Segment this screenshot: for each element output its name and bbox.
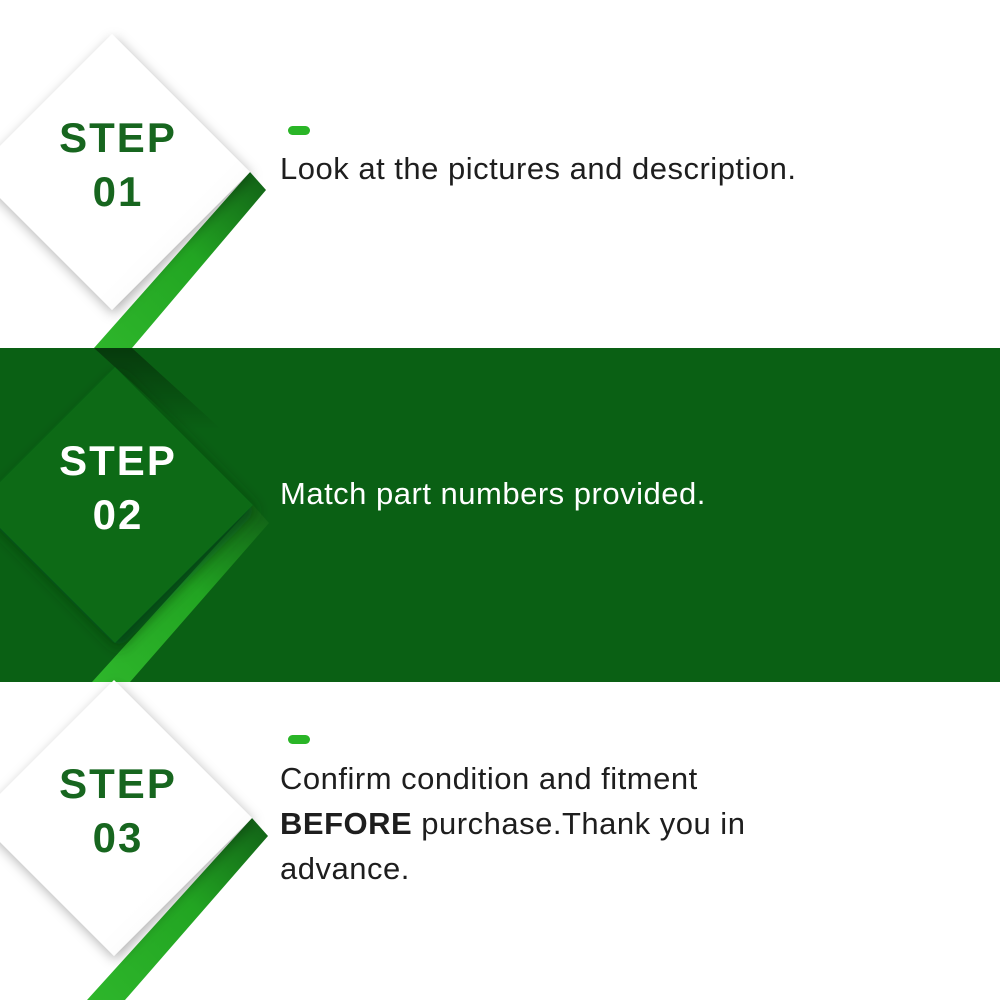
step3-label: STEP 03: [8, 757, 228, 865]
step2-label-word: STEP: [59, 437, 177, 484]
step2-label-number: 02: [92, 491, 144, 538]
step2-label: STEP 02: [8, 434, 228, 542]
step1-label: STEP 01: [8, 111, 228, 219]
step1-ribbon: [94, 172, 266, 348]
step1-label-word: STEP: [59, 114, 177, 161]
step3-text-bold: BEFORE: [280, 806, 413, 841]
step3-label-number: 03: [92, 814, 144, 861]
step2-diamond: [0, 367, 253, 643]
step1-text: Look at the pictures and description.: [280, 151, 797, 186]
step1-dash-icon: [288, 126, 310, 135]
step3-text-part2: purchase.Thank you in advance.: [280, 806, 746, 886]
step3-label-word: STEP: [59, 760, 177, 807]
step3-ribbon: [87, 818, 268, 1000]
step1-ribbon-fold: [94, 348, 222, 430]
step2-text: Match part numbers provided.: [280, 476, 706, 511]
step2-ribbon: [92, 505, 269, 682]
step3-text: Confirm condition and fitment BEFORE pur…: [280, 756, 780, 891]
step1-diamond: [0, 34, 250, 310]
step1-label-number: 01: [92, 168, 144, 215]
step3-dash-icon: [288, 735, 310, 744]
step3-text-part1: Confirm condition and fitment: [280, 761, 698, 796]
step3-diamond: [0, 680, 252, 956]
